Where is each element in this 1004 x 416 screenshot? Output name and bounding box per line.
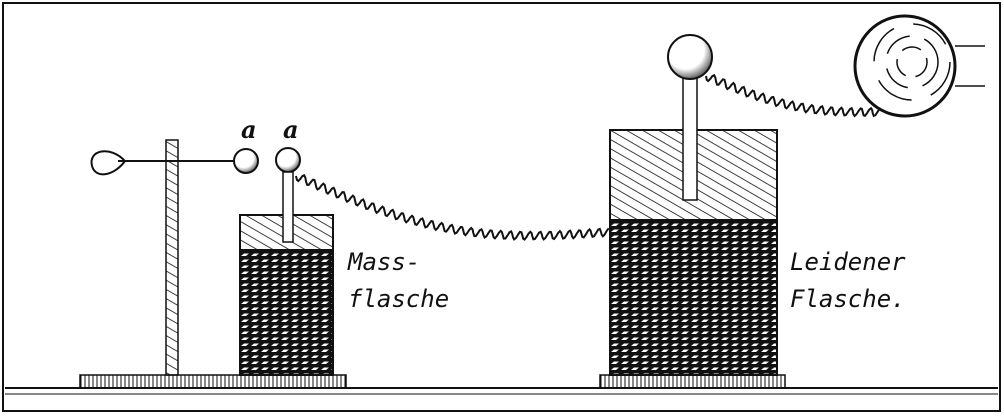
conductor-sphere	[853, 14, 957, 118]
leyden-jar-rod	[682, 75, 698, 201]
ball-a-right	[275, 147, 301, 173]
leyden-jar-label-1: Leidener	[790, 248, 906, 276]
conductor-wire	[705, 73, 884, 118]
leyden-jar-label-2: Flasche.	[790, 285, 906, 313]
measuring-jar-rod	[282, 171, 294, 243]
leyden-base-plate	[599, 374, 786, 389]
label-a-right: a	[283, 115, 299, 144]
measuring-jar-label-2: flasche	[348, 285, 449, 313]
leyden-jar-knob	[667, 34, 713, 80]
measuring-jar-label-1: Mass-	[347, 248, 420, 276]
stand-rod	[165, 139, 179, 376]
ball-a-left	[233, 148, 259, 174]
connecting-wire	[295, 173, 610, 241]
wire-loop	[90, 150, 127, 176]
left-base-plate	[79, 374, 347, 389]
label-a-left: a	[241, 115, 257, 144]
